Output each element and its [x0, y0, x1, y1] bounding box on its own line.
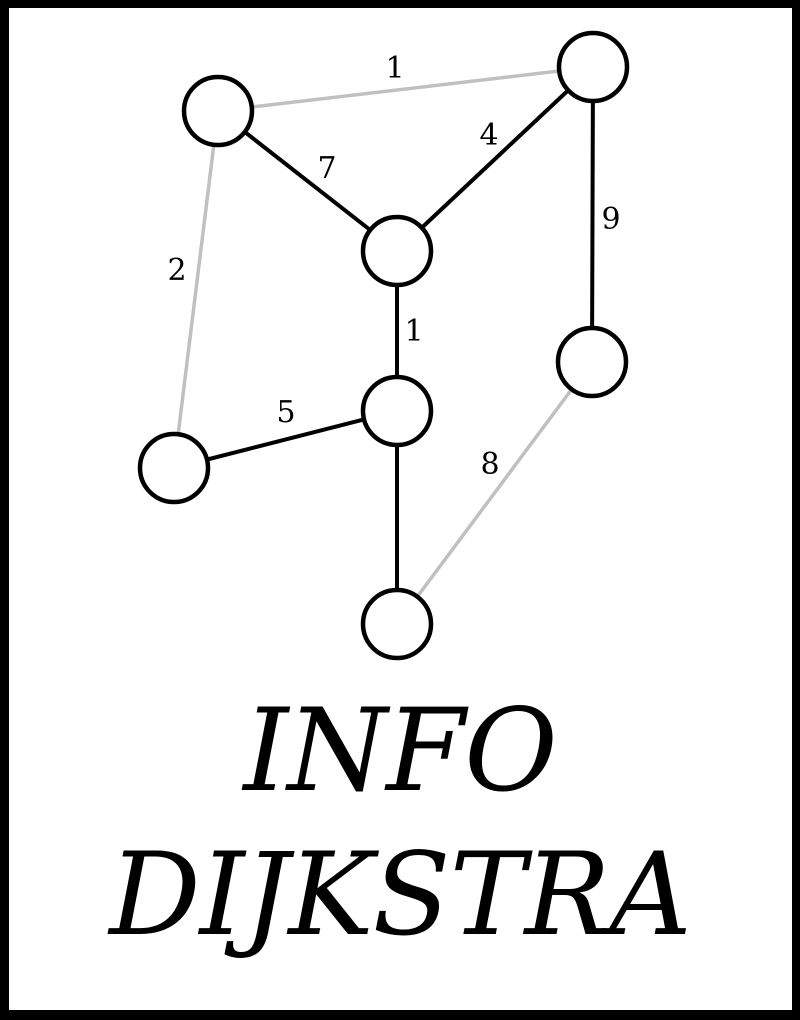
weights-layer: 1 7 4 9 2 1 5 8: [167, 51, 620, 482]
edges-layer: [172, 65, 595, 626]
graph-node-c: [360, 214, 434, 288]
title-line-1: INFO: [243, 684, 557, 817]
edge-weight-a-c: 7: [317, 151, 336, 186]
edge-weight-a-b: 1: [385, 51, 404, 86]
title-line-2: DIJKSTRA: [109, 828, 692, 961]
edge-weight-f-e: 5: [276, 395, 295, 430]
edge-weight-d-g: 8: [480, 447, 499, 482]
edge-a-c: [216, 109, 399, 253]
nodes-layer: [137, 30, 630, 661]
graph-node-g: [360, 587, 434, 661]
edge-a-f: [172, 110, 220, 469]
graph-node-d: [555, 325, 629, 399]
graph-node-f: [137, 431, 211, 505]
graph-node-e: [360, 374, 434, 448]
edge-b-d: [590, 66, 595, 363]
edge-weight-a-f: 2: [167, 253, 186, 288]
edge-weight-b-c: 4: [479, 118, 498, 153]
edge-b-c: [395, 65, 595, 253]
graph-node-b: [556, 30, 630, 104]
edge-d-g: [395, 360, 594, 626]
graph-node-a: [181, 74, 255, 148]
edge-weight-c-e: 1: [404, 314, 423, 349]
edge-f-e: [173, 409, 398, 470]
edge-weight-b-d: 9: [601, 202, 620, 237]
edge-a-b: [217, 65, 594, 113]
